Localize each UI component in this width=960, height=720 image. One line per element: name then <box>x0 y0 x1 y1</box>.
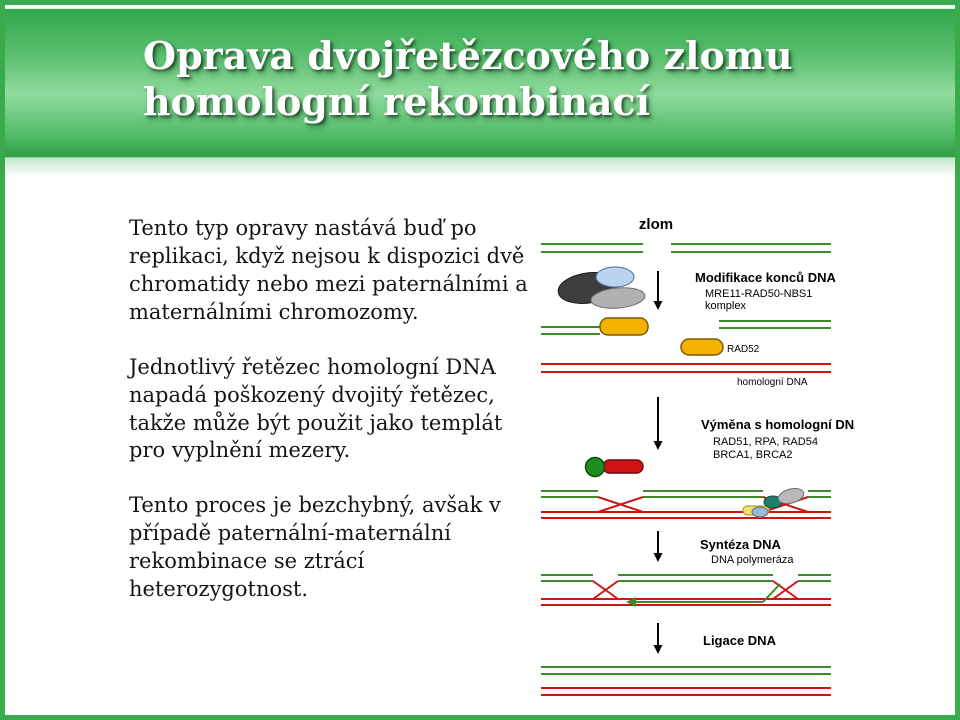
step1-sub1: MRE11-RAD50-NBS1 <box>705 288 812 300</box>
rad52-capsule-icon <box>599 317 649 336</box>
strand-invasion-structure <box>541 487 831 519</box>
break-label: zlom <box>639 216 673 233</box>
new-strand-arrow-icon <box>626 583 781 607</box>
rad52-label: RAD52 <box>727 344 760 355</box>
step1-title: Modifikace konců DNA <box>695 270 836 285</box>
homologous-dna-strand <box>541 363 831 373</box>
mrn-complex-icon <box>557 266 646 309</box>
paragraph-1: Tento typ opravy nastává buď po replikac… <box>129 216 528 324</box>
page-title-line1: Oprava dvojřetězcového zlomu <box>143 33 793 78</box>
rad51-filament-icon <box>584 456 644 478</box>
protein-cluster-icon <box>742 487 805 518</box>
dna-synthesis-structure <box>541 574 831 607</box>
banner-fade <box>5 157 955 177</box>
step4-title: Ligace DNA <box>703 633 777 648</box>
step2-sub1: RAD51, RPA, RAD54 <box>713 436 818 448</box>
title-banner: Oprava dvojřetězcového zlomu homologní r… <box>5 8 955 158</box>
step1-sub2: komplex <box>705 300 746 312</box>
page-title: Oprava dvojřetězcového zlomu homologní r… <box>5 9 955 126</box>
paragraph-2: Jednotlivý řetězec homologní DNA napadá … <box>129 354 503 463</box>
homolog-label: homologní DNA <box>737 377 808 388</box>
broken-dna-strand <box>541 243 831 253</box>
paragraph-3: Tento proces je bezchybný, avšak v přípa… <box>129 493 501 602</box>
step3-title: Syntéza DNA <box>700 537 782 552</box>
final-dna-products <box>541 666 831 696</box>
page-title-line2: homologní rekombinací <box>143 79 651 125</box>
step3-sub1: DNA polymeráza <box>711 554 794 566</box>
rad52-capsule-icon <box>680 338 724 356</box>
step2-sub2: BRCA1, BRCA2 <box>713 449 792 461</box>
hr-pathway-diagram: zlom Modifikace konců DNA MRE11-RAD50-NB… <box>541 216 855 696</box>
step2-title: Výměna s homologní DNA <box>701 417 855 432</box>
body-text: Tento typ opravy nastává buď po replikac… <box>129 215 531 631</box>
resected-dna-strand <box>541 320 831 335</box>
